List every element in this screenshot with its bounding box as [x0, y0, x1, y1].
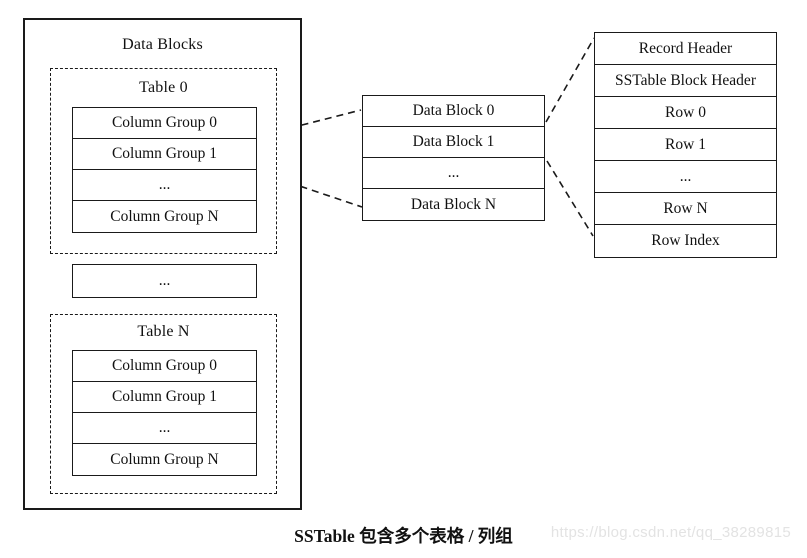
data-block-row: Data Block 1 [363, 127, 544, 158]
sstable-block-structure: Record Header SSTable Block Header Row 0… [594, 32, 777, 258]
column-group-row: Column Group N [73, 201, 256, 232]
data-block-row: Data Block 0 [363, 96, 544, 127]
column-group-row: Column Group 0 [73, 351, 256, 382]
data-blocks-container: Data Blocks Table 0 Column Group 0 Colum… [23, 18, 302, 510]
row-entry: Row 1 [595, 129, 776, 161]
data-block-row: Data Block N [363, 189, 544, 220]
data-blocks-title: Data Blocks [122, 36, 203, 53]
row-ellipsis-entry: ... [595, 161, 776, 193]
table0-group: Table 0 Column Group 0 Column Group 1 ..… [50, 68, 277, 254]
connector-data-block-top-line [545, 37, 595, 123]
column-group-row: Column Group 1 [73, 139, 256, 170]
diagram-caption: SSTable 包含多个表格 / 列组 [294, 526, 513, 546]
table0-title: Table 0 [139, 79, 188, 96]
column-group-row: Column Group 1 [73, 382, 256, 413]
table0-column-groups: Column Group 0 Column Group 1 ... Column… [72, 107, 257, 233]
watermark-text: https://blog.csdn.net/qq_38289815 [550, 524, 791, 541]
tables-ellipsis-box: ... [72, 264, 257, 298]
tableN-column-groups: Column Group 0 Column Group 1 ... Column… [72, 350, 257, 476]
column-group-row: Column Group 0 [73, 108, 256, 139]
column-group-row: Column Group N [73, 444, 256, 475]
data-block-ellipsis-row: ... [363, 158, 544, 189]
row-index-entry: Row Index [595, 225, 776, 257]
tableN-group: Table N Column Group 0 Column Group 1 ..… [50, 314, 277, 494]
tableN-title: Table N [137, 323, 190, 340]
column-group-ellipsis-row: ... [73, 170, 256, 201]
data-block-list: Data Block 0 Data Block 1 ... Data Block… [362, 95, 545, 221]
record-header-row: Record Header [595, 33, 776, 65]
sstable-block-header-row: SSTable Block Header [595, 65, 776, 97]
connector-data-block-bottom-line [546, 160, 594, 237]
row-entry: Row N [595, 193, 776, 225]
column-group-ellipsis-row: ... [73, 413, 256, 444]
row-entry: Row 0 [595, 97, 776, 129]
